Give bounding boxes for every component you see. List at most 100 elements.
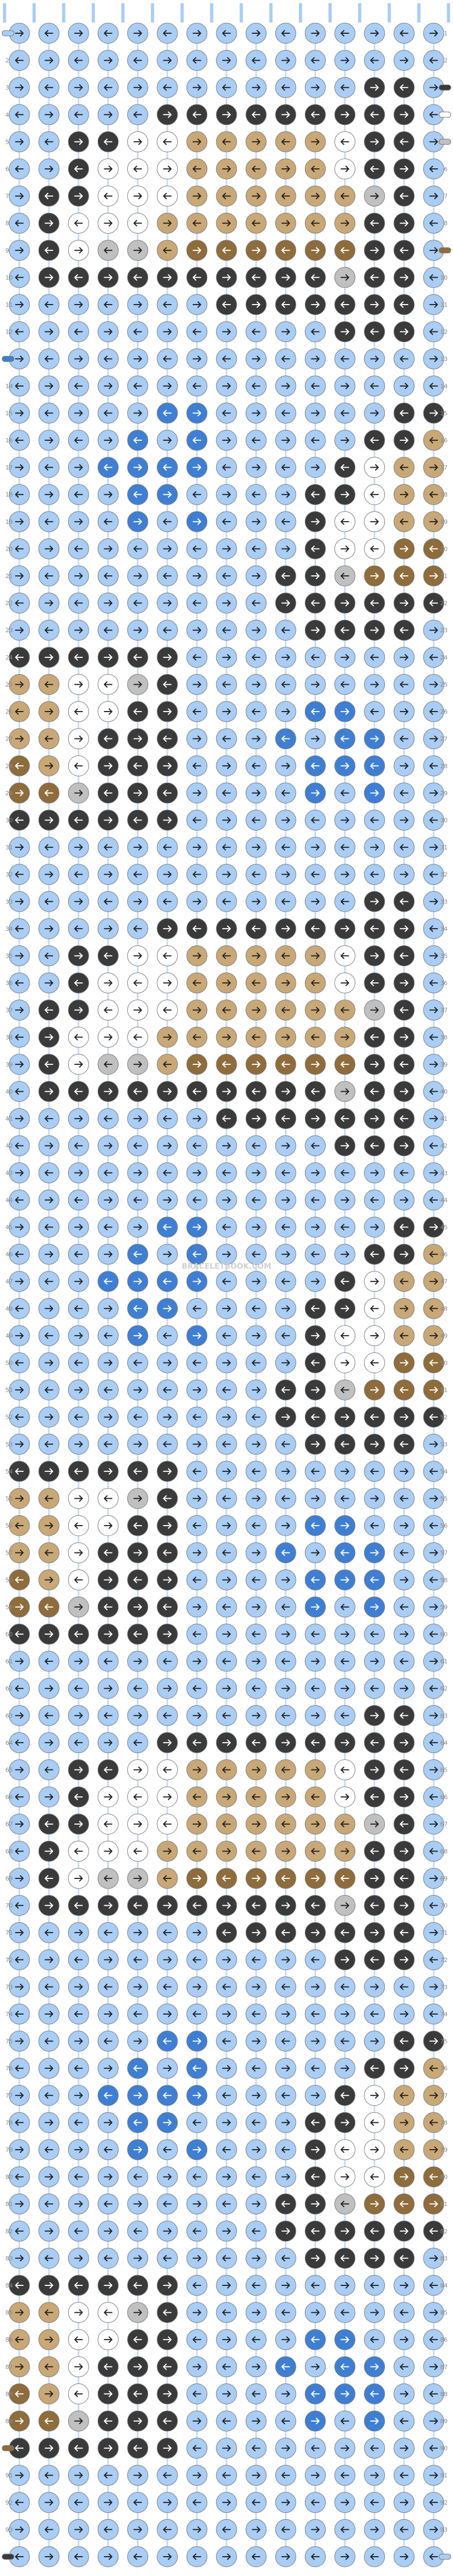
knot [97,1542,119,1564]
knot [304,158,326,180]
arrow-right-icon [133,1061,142,1068]
knot [216,945,237,966]
arrow-left-icon [281,84,290,91]
arrow-right-icon [192,1603,201,1610]
knot [9,267,30,288]
knot [216,891,237,912]
arrow-left-icon [15,220,24,227]
arrow-right-icon [74,2146,83,2153]
knot [157,593,178,614]
knot [393,673,415,695]
knot [68,1325,89,1346]
arrow-right-icon [222,1848,231,1855]
knot [245,1569,267,1590]
knot [157,294,178,315]
knot [245,1732,267,1753]
knot [304,1162,326,1183]
arrow-right-icon [281,1685,290,1692]
arrow-right-icon [15,735,24,742]
arrow-left-icon [281,1820,290,1827]
knot [38,1352,60,1374]
knot [9,294,30,315]
arrow-left-icon [163,735,172,742]
knot [423,1515,444,1536]
arrow-left-icon [163,1332,172,1339]
arrow-left-icon [104,1929,113,1936]
arrow-left-icon [15,654,24,661]
knot [275,1949,296,1971]
knot [157,2085,178,2106]
arrow-left-icon [133,925,142,932]
arrow-left-icon [163,1441,172,1448]
arrow-left-icon [222,1658,231,1665]
knot [157,212,178,234]
knot [97,1407,119,1428]
arrow-right-icon [15,356,24,362]
arrow-right-icon [222,166,231,173]
knot [304,348,326,369]
knot [157,1813,178,1835]
arrow-left-icon [252,437,261,444]
knot [216,837,237,858]
knot [186,673,208,695]
arrow-left-icon [74,2173,83,2180]
arrow-left-icon [311,763,320,769]
knot [245,1922,267,1943]
knot [423,647,444,668]
arrow-right-icon [74,1820,83,1827]
knot [38,1542,60,1564]
arrow-right-icon [370,1658,379,1665]
arrow-right-icon [252,2038,261,2045]
knot [334,1054,356,1075]
knot [364,50,385,71]
arrow-right-icon [192,1983,201,1990]
arrow-left-icon [399,1441,408,1448]
knot [364,321,385,343]
arrow-left-icon [74,1251,83,1258]
arrow-left-icon [399,1169,408,1176]
knot [275,402,296,424]
arrow-left-icon [281,1603,290,1610]
arrow-right-icon [133,898,142,905]
arrow-right-icon [133,735,142,742]
knot [216,1162,237,1183]
arrow-left-icon [340,1983,349,1990]
knot [364,2057,385,2079]
arrow-right-icon [370,30,379,36]
arrow-right-icon [104,925,113,932]
knot [68,1189,89,1211]
knot [275,1054,296,1075]
arrow-right-icon [340,1631,349,1638]
knot [186,2031,208,2052]
arrow-left-icon [399,2092,408,2099]
arrow-left-icon [399,952,408,959]
arrow-right-icon [281,1902,290,1909]
knot [364,1298,385,1319]
knot [186,1162,208,1183]
knot [68,1433,89,1455]
knot [38,321,60,343]
arrow-right-icon [399,437,408,444]
arrow-left-icon [15,925,24,932]
arrow-left-icon [340,1278,349,1285]
knot [334,1840,356,1862]
arrow-left-icon [163,30,172,36]
arrow-left-icon [15,166,24,173]
knot [364,1271,385,1292]
knot [275,1678,296,1699]
arrow-left-icon [370,1576,379,1583]
knot [393,77,415,98]
arrow-left-icon [311,708,320,715]
arrow-left-icon [104,735,113,742]
arrow-left-icon [281,1549,290,1556]
knot [97,1976,119,1997]
knot [245,1895,267,1916]
knot [38,2139,60,2160]
arrow-left-icon [163,898,172,905]
arrow-left-icon [340,1441,349,1448]
arrow-right-icon [133,1115,142,1122]
knot [68,837,89,858]
arrow-left-icon [15,1142,24,1149]
knot [68,1759,89,1781]
knot [393,701,415,722]
